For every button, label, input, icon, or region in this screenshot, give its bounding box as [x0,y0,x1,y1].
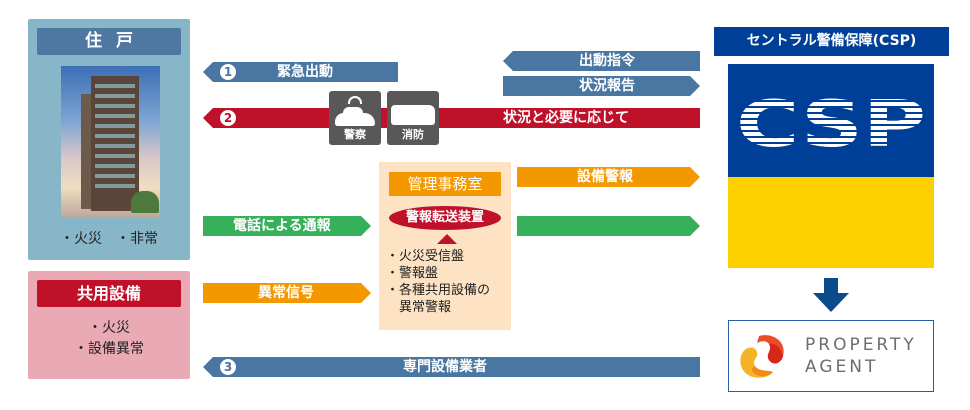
specialist-arrow: 3 専門設備業者 [203,357,700,377]
common-item-fire: ・火災 [88,320,130,336]
property-agent-line1: PROPERTY [805,335,917,355]
building-image [61,66,160,218]
csp-logo-icon: CSP [728,88,934,162]
status-report-arrow: 状況報告 [503,76,700,96]
specialist-label: 専門設備業者 [403,359,487,375]
phone-report-label: 電話による通報 [233,218,331,234]
police-car-icon [335,113,375,126]
office-item: ・警報盤 [386,266,439,281]
equipment-alarm-arrow: 設備警報 [517,167,700,187]
as-needed-label: 状況と必要に応じて [503,110,629,126]
status-report-label: 状況報告 [579,78,635,94]
residence-title: 住戸 [37,28,181,55]
csp-logo: CSP [728,64,934,177]
phone-report-relay-arrow [517,216,700,236]
police-badge: 警察 [329,91,381,145]
abnormal-signal-label: 異常信号 [258,285,314,301]
fire-badge: 消防 [387,91,439,145]
alarm-transfer-device: 警報転送装置 [389,206,501,230]
signal-icon [348,96,362,104]
management-office-title: 管理事務室 [389,172,501,196]
office-item: 異常警報 [386,300,452,315]
fire-truck-icon [391,105,435,125]
emergency-dispatch-label: 緊急出動 [277,64,333,80]
dispatch-order-arrow: 出動指令 [503,51,700,71]
equipment-alarm-label: 設備警報 [577,169,633,185]
down-arrow-icon [813,278,849,312]
up-triangle-icon [437,234,457,244]
dispatch-order-label: 出動指令 [579,53,635,69]
common-item-equipment: ・設備異常 [74,341,144,357]
emergency-dispatch-arrow: 1 緊急出動 [203,62,398,82]
step-2-badge: 2 [220,110,236,126]
common-facilities-items: ・火災 ・設備異常 [28,318,190,360]
common-facilities-title: 共用設備 [37,280,181,307]
office-items: ・火災受信盤 ・警報盤 ・各種共用設備の 異常警報 [386,248,510,316]
property-agent-line2: AGENT [805,357,879,377]
step-3-badge: 3 [220,359,236,375]
office-item: ・火災受信盤 [386,249,465,264]
police-label: 警察 [344,128,366,141]
property-agent-mark-icon [740,335,784,378]
office-item: ・各種共用設備の [386,283,491,298]
property-agent-logo: PROPERTY AGENT [728,320,934,392]
step-1-badge: 1 [220,64,236,80]
as-needed-arrow: 2 状況と必要に応じて [203,108,700,128]
abnormal-signal-arrow: 異常信号 [203,283,371,303]
phone-report-arrow: 電話による通報 [203,216,371,236]
csp-title: セントラル警備保障(CSP) [714,27,949,56]
property-agent-text: PROPERTY AGENT [805,334,917,378]
fire-label: 消防 [402,128,424,141]
csp-logo-yellow [728,177,934,268]
residence-items: ・火災 ・非常 [60,231,158,247]
